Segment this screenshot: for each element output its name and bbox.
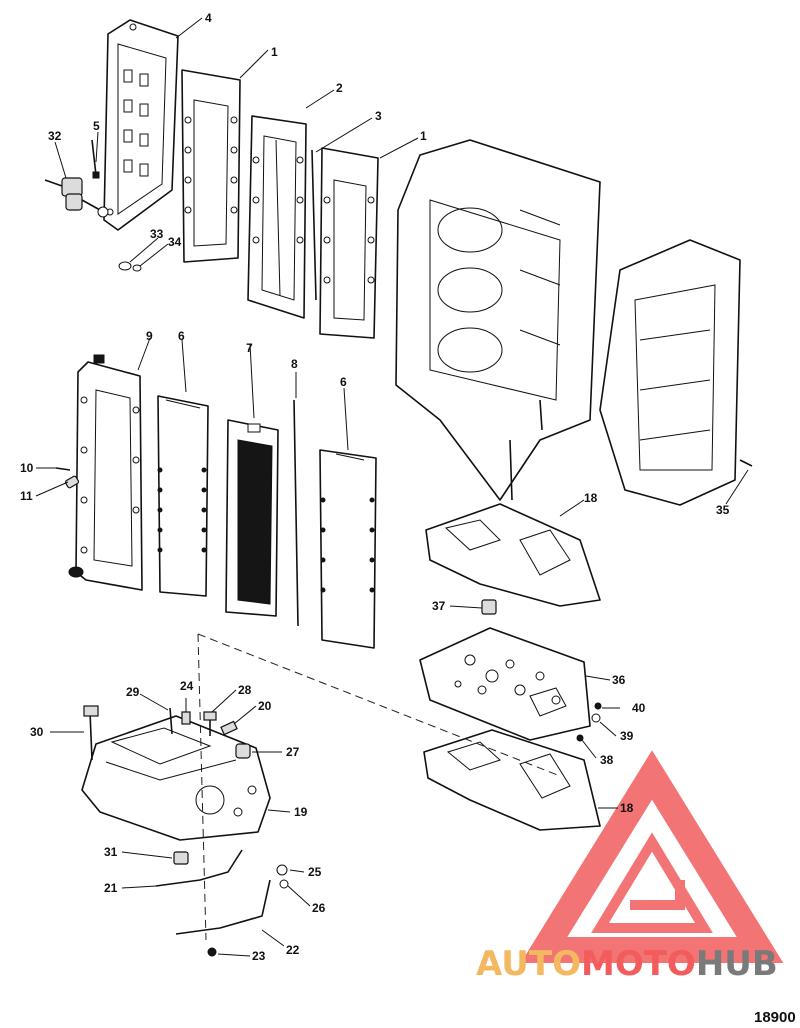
callout-33: 33 [150, 227, 164, 241]
callout-21: 21 [104, 881, 118, 895]
callout-34: 34 [168, 235, 182, 249]
leader-lines [35, 17, 749, 957]
callout-31: 31 [104, 845, 118, 859]
callout-28: 28 [238, 683, 252, 697]
part-gasket-lower-a [157, 395, 209, 597]
part-adapter-gasket-lower [423, 729, 601, 831]
part-screw [207, 947, 217, 957]
part-gasket-upper-a [181, 69, 241, 263]
callout-3: 3 [375, 109, 382, 123]
callout-8: 8 [291, 357, 298, 371]
part-nut-washer [276, 864, 289, 889]
watermark-text-hub: HUB [696, 944, 778, 984]
callout-23: 23 [252, 949, 266, 963]
part-gasket-upper-b [319, 147, 379, 339]
callout-22: 22 [286, 943, 300, 957]
callout-18a: 18 [584, 491, 598, 505]
part-inner-cover [68, 354, 143, 591]
callout-9: 9 [146, 329, 153, 343]
part-seal-strip-lower [293, 399, 299, 627]
callout-25: 25 [308, 865, 322, 879]
callout-6b: 6 [340, 375, 347, 389]
part-divider-plate [247, 115, 307, 319]
part-water-tube [155, 849, 243, 887]
part-adapter-gasket-upper [425, 503, 601, 607]
watermark-text-auto: AUTO [476, 944, 581, 984]
part-seal-strip-upper [311, 149, 317, 301]
watermark-text: AUTOMOTOHUB [476, 944, 778, 984]
part-fasteners-right [576, 702, 602, 742]
callout-38: 38 [600, 753, 614, 767]
callout-39: 39 [620, 729, 634, 743]
callout-35: 35 [716, 503, 730, 517]
part-mount-and-bolt [44, 139, 142, 272]
callout-32: 32 [48, 129, 62, 143]
callout-1a: 1 [271, 45, 278, 59]
part-small-fittings [55, 467, 80, 489]
callout-10: 10 [20, 461, 34, 475]
callout-24: 24 [180, 679, 194, 693]
callout-18b: 18 [620, 801, 634, 815]
callout-labels: 4 1 2 3 1 32 5 33 34 9 6 7 8 6 10 11 35 … [20, 11, 730, 963]
part-adapter-housing [81, 715, 271, 841]
callout-20: 20 [258, 699, 272, 713]
part-exhaust-cover [103, 19, 179, 231]
part-gasket-lower-b [319, 449, 377, 649]
part-cylinder-block [395, 139, 601, 501]
part-crankcase-cover [599, 239, 753, 506]
part-bracket [175, 879, 271, 935]
callout-11: 11 [20, 489, 33, 503]
callout-40: 40 [632, 701, 646, 715]
figure-number: 18900 [754, 1009, 796, 1026]
callout-29: 29 [126, 685, 140, 699]
callout-26: 26 [312, 901, 326, 915]
part-plug [481, 599, 497, 615]
callout-6a: 6 [178, 329, 185, 343]
watermark-text-moto: MOTO [581, 944, 696, 984]
watermark-logo [520, 750, 784, 963]
callout-4: 4 [205, 11, 212, 25]
callout-37: 37 [432, 599, 446, 613]
part-housing-plug [173, 851, 189, 865]
callout-5: 5 [93, 119, 100, 133]
callout-1b: 1 [420, 129, 427, 143]
part-housing-fasteners [83, 705, 251, 761]
part-adapter-plate [419, 627, 591, 741]
callout-27: 27 [286, 745, 300, 759]
callout-19: 19 [294, 805, 308, 819]
part-baffle [225, 419, 279, 617]
callout-30: 30 [30, 725, 44, 739]
callout-7: 7 [246, 341, 253, 355]
callout-36: 36 [612, 673, 626, 687]
callout-2: 2 [336, 81, 343, 95]
